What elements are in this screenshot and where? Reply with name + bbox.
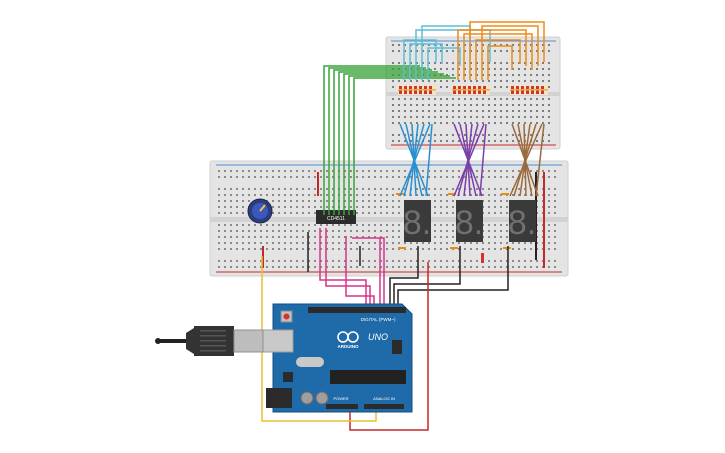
decoder-ic: CD4511: [316, 210, 356, 224]
seven-segment-display-1: 8.: [403, 200, 431, 242]
seven-segment-display-3: 8.: [508, 200, 536, 242]
seven-segment-display-2: 8.: [455, 200, 483, 242]
arduino-logo-text: ARDUINO: [338, 344, 359, 349]
display-digit: 8.: [455, 204, 483, 242]
power-label: POWER: [333, 396, 348, 401]
main-breadboard: [209, 160, 569, 277]
display-digit: 8.: [403, 204, 431, 242]
reset-button-icon[interactable]: [280, 310, 293, 323]
arduino-logo-icon: [337, 331, 359, 343]
small-breadboard: [385, 36, 561, 150]
usb-cable-icon: [155, 326, 264, 356]
board-model: UNO: [368, 332, 388, 342]
analog-label: ANALOG IN: [373, 396, 395, 401]
arduino-board: DIGITAL (PWM~) ARDUINO UNO POWER ANALOG …: [262, 303, 413, 413]
display-digit: 8.: [508, 204, 536, 242]
brown-wire-bundle: [509, 123, 545, 197]
resistor-bank: [398, 85, 548, 95]
black-wire-bundle: [307, 232, 509, 312]
potentiometer-icon[interactable]: [247, 198, 273, 224]
ic-label: CD4511: [327, 216, 345, 222]
pink-wire-bundle: [319, 228, 385, 312]
purple-wire-bundle: [453, 123, 487, 197]
digital-label: DIGITAL (PWM~): [361, 317, 396, 322]
blue-wire-bundle: [399, 123, 433, 197]
orange-wire-bundle: [457, 21, 545, 80]
